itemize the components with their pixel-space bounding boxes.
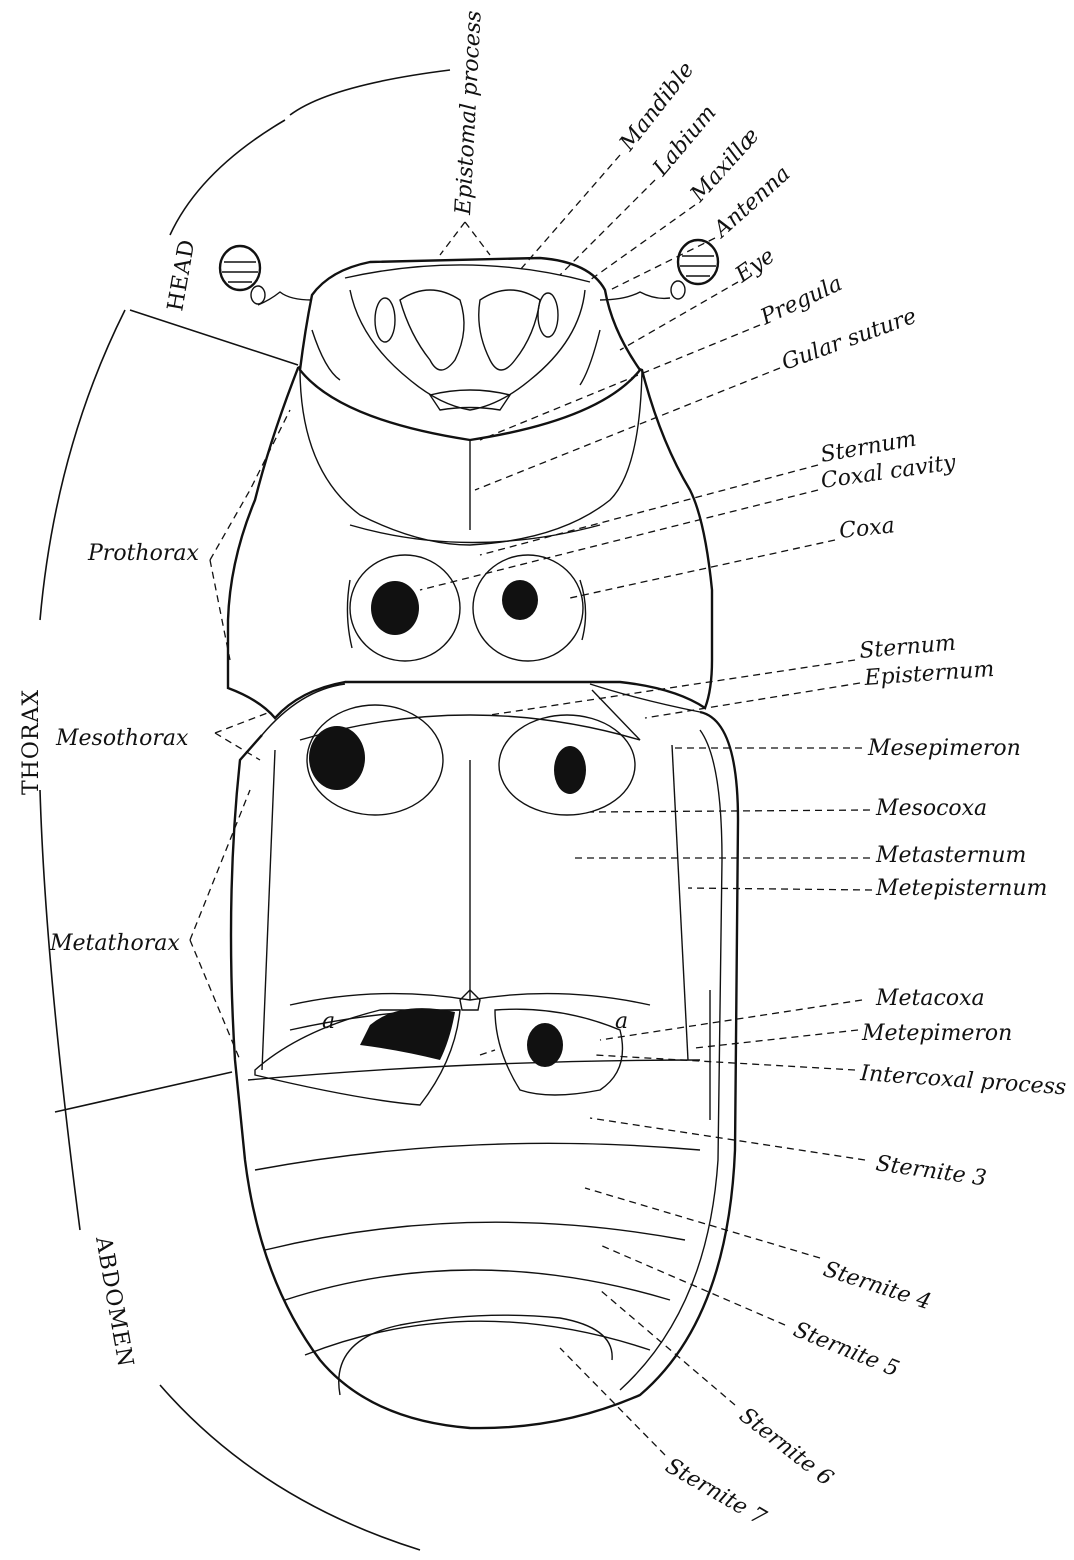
- label-mesepimeron: Mesepimeron: [867, 736, 1021, 761]
- head-divider-line: [130, 310, 298, 365]
- labium-leader: [560, 180, 655, 275]
- label-epistomal-process: Epistomal process: [451, 10, 487, 216]
- thorax-region-label: THORAX: [19, 689, 44, 795]
- head-region-label: HEAD: [163, 237, 200, 313]
- abdomen-divider-line: [55, 1072, 232, 1112]
- right-mesocoxa-cavity: [554, 746, 586, 794]
- abdomen-bracket-lower: [160, 1385, 420, 1550]
- left-mesocoxa-cavity: [309, 726, 365, 790]
- label-coxa: Coxa: [838, 513, 896, 544]
- label-metacoxa: Metacoxa: [875, 986, 985, 1011]
- left-procoxa-cavity: [371, 581, 419, 635]
- label-metasternum: Metasternum: [875, 843, 1026, 868]
- right-metacoxa-cavity: [527, 1023, 563, 1067]
- label-sternite-6: Sternite 6: [734, 1403, 837, 1491]
- label-episternum: Episternum: [863, 657, 995, 691]
- label-metathorax: Metathorax: [49, 931, 180, 956]
- label-intercoxal-process: Intercoxal process: [859, 1061, 1067, 1100]
- label-mesothorax: Mesothorax: [55, 726, 189, 751]
- mesothorax-leader-upper: [215, 712, 270, 733]
- thorax-bracket-lower: [40, 790, 80, 1230]
- prothorax-leader-lower: [210, 560, 230, 660]
- mark-a-left: a: [322, 1009, 335, 1034]
- beetle-body: [220, 240, 738, 1428]
- label-sternite-3: Sternite 3: [874, 1151, 988, 1191]
- left-antenna: [220, 246, 312, 305]
- label-metepimeron: Metepimeron: [861, 1021, 1012, 1046]
- label-sternite-7: Sternite 7: [661, 1454, 770, 1531]
- right-antenna: [600, 240, 718, 300]
- thorax-bracket-upper: [40, 310, 125, 620]
- head-bracket-upper: [170, 120, 285, 235]
- mark-a-right: a: [615, 1009, 628, 1034]
- head-bracket-top: [290, 70, 450, 115]
- label-prothorax: Prothorax: [87, 541, 199, 566]
- label-mesocoxa: Mesocoxa: [875, 796, 987, 821]
- label-sternite-4: Sternite 4: [820, 1257, 934, 1315]
- eye-leader: [620, 282, 738, 350]
- label-sternum-2: Sternum: [858, 631, 956, 664]
- abdomen-region-label: ABDOMEN: [90, 1234, 138, 1370]
- right-procoxa-cavity: [502, 580, 538, 620]
- mandible-leader: [520, 155, 620, 270]
- label-metepisternum: Metepisternum: [875, 876, 1047, 901]
- label-sternite-5: Sternite 5: [790, 1317, 903, 1382]
- label-pregula: Pregula: [756, 271, 846, 331]
